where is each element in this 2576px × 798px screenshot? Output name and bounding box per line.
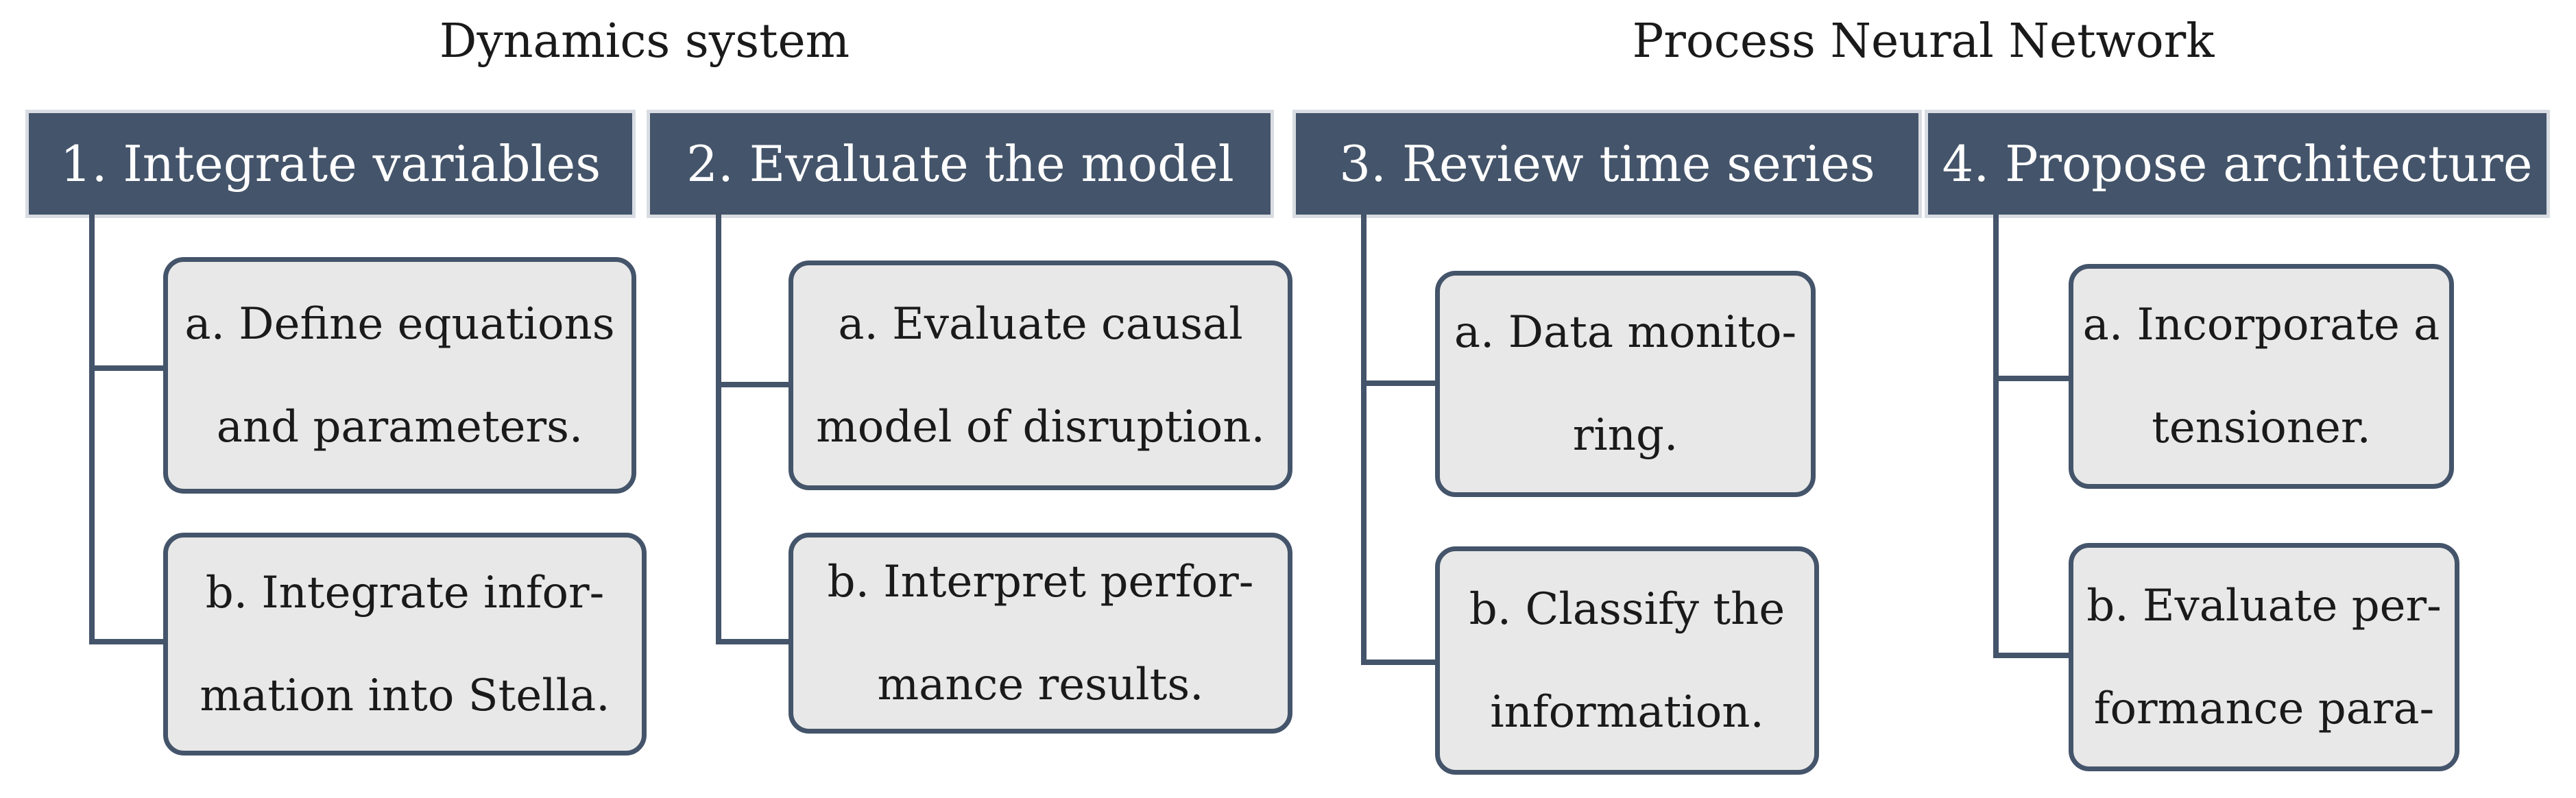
step-3-header: 3. Review time series xyxy=(1296,113,1918,215)
step-4-item-b-card: b. Evaluate per- formance para- xyxy=(2069,543,2459,771)
step-4-item-a-card: a. Incorporate a tensioner. xyxy=(2069,264,2454,489)
step-4-item-b-text: b. Evaluate per- formance para- xyxy=(2086,580,2442,734)
step-4-item-a-text: a. Incorporate a tensioner. xyxy=(2082,300,2440,453)
group-title-process-neural-network: Process Neural Network xyxy=(1632,14,2215,69)
group-title-dynamics-system: Dynamics system xyxy=(439,14,850,69)
step-1-item-a-text: a. Define equations and parameters. xyxy=(184,298,615,452)
step-2-connector-branch-b xyxy=(716,639,790,644)
step-3-item-a-card: a. Data monito- ring. xyxy=(1435,271,1816,497)
step-3-connector-stem xyxy=(1361,215,1367,665)
step-1-connector-branch-b xyxy=(89,639,165,644)
step-2-item-a-text: a. Evaluate causal model of disruption. xyxy=(816,298,1265,452)
step-3-connector-branch-b xyxy=(1361,660,1436,665)
step-4-connector-branch-a xyxy=(1993,376,2070,381)
step-1-connector-branch-a xyxy=(89,365,165,371)
step-1-item-a-card: a. Define equations and parameters. xyxy=(163,257,636,494)
step-2-connector-stem xyxy=(716,215,721,644)
step-1-item-b-card: b. Integrate infor- mation into Stella. xyxy=(163,533,647,755)
step-3-connector-branch-a xyxy=(1361,380,1436,386)
step-3-item-b-text: b. Classify the information. xyxy=(1469,583,1785,738)
step-1-item-b-text: b. Integrate infor- mation into Stella. xyxy=(200,567,610,721)
step-1-header: 1. Integrate variables xyxy=(29,113,632,215)
step-4-header: 4. Propose architecture xyxy=(1928,113,2547,215)
step-3-item-a-text: a. Data monito- ring. xyxy=(1454,307,1797,461)
step-1-connector-stem xyxy=(89,215,95,644)
step-4-connector-branch-b xyxy=(1993,653,2070,658)
step-2-connector-branch-a xyxy=(716,382,790,387)
step-2-item-b-text: b. Interpret perfor- mance results. xyxy=(827,556,1254,710)
step-2-item-b-card: b. Interpret perfor- mance results. xyxy=(789,533,1292,734)
step-2-item-a-card: a. Evaluate causal model of disruption. xyxy=(789,261,1292,490)
step-2-header: 2. Evaluate the model xyxy=(650,113,1271,215)
step-4-connector-stem xyxy=(1993,215,1999,658)
step-3-item-b-card: b. Classify the information. xyxy=(1435,546,1819,775)
